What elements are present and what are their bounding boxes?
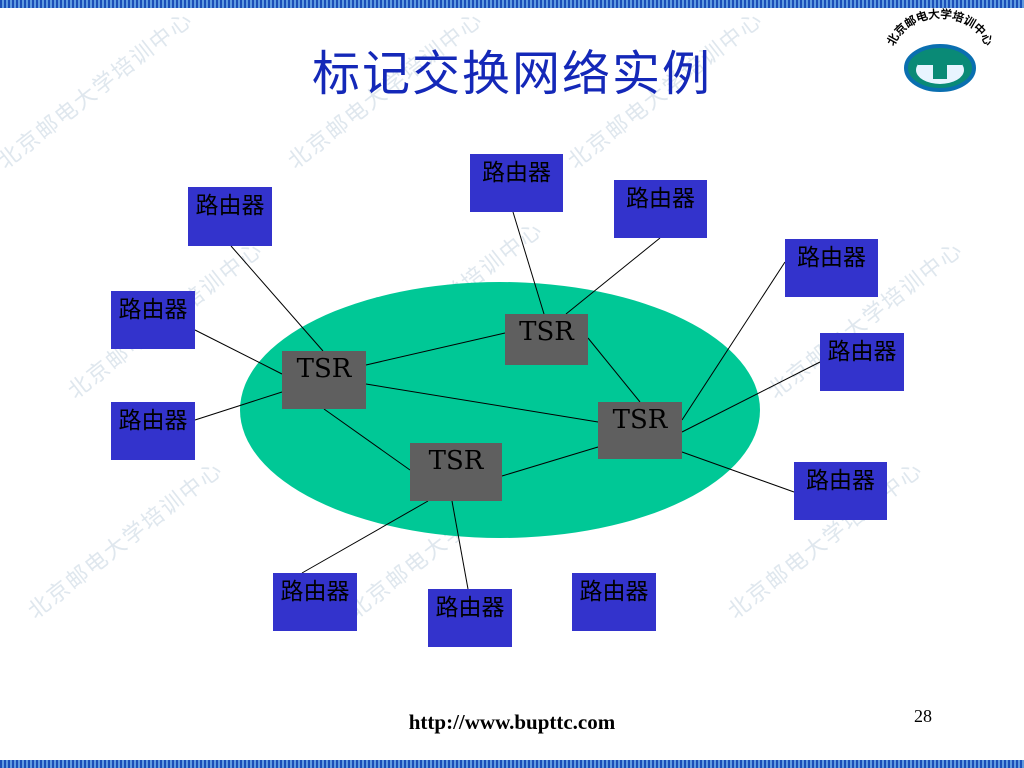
router-6: 路由器 — [820, 333, 904, 391]
router-3-label: 路由器 — [626, 186, 695, 212]
router-1: 路由器 — [188, 187, 272, 246]
link-router-3-tsr-top — [565, 237, 661, 315]
router-2: 路由器 — [470, 154, 563, 212]
link-tsr-top-tsr-right — [587, 337, 641, 403]
tsr-left-label: TSR — [297, 354, 353, 384]
router-11: 路由器 — [572, 573, 656, 631]
link-tsr-left-tsr-right — [365, 383, 599, 423]
router-7-label: 路由器 — [119, 408, 188, 434]
tsr-bottom: TSR — [410, 443, 502, 501]
router-8-box — [794, 462, 887, 520]
links — [194, 211, 821, 590]
tsr-top-label: TSR — [519, 317, 575, 347]
tsr-top: TSR — [505, 314, 588, 365]
nodes: TSRTSRTSRTSR路由器路由器路由器路由器路由器路由器路由器路由器路由器路… — [111, 154, 904, 647]
link-router-6-tsr-right — [681, 361, 821, 433]
router-7-box — [111, 402, 195, 460]
router-3-box — [614, 180, 707, 238]
link-tsr-left-tsr-top — [365, 332, 506, 366]
router-4-box — [785, 239, 878, 297]
router-10-label: 路由器 — [436, 595, 505, 621]
footer-url: http://www.bupttc.com — [408, 710, 616, 734]
link-tsr-bottom-router-10 — [451, 500, 469, 590]
page-number: 28 — [914, 706, 932, 726]
router-3: 路由器 — [614, 180, 707, 238]
router-9-box — [273, 573, 357, 631]
tsr-top-box — [505, 314, 588, 365]
bottom-stripe — [0, 760, 1024, 768]
router-8: 路由器 — [794, 462, 887, 520]
link-router-5-tsr-left — [194, 329, 283, 375]
tsr-right: TSR — [598, 402, 682, 459]
mpls-network-cloud — [240, 282, 760, 538]
router-1-label: 路由器 — [196, 193, 265, 219]
link-router-2-tsr-top — [512, 211, 545, 315]
router-10: 路由器 — [428, 589, 512, 647]
tsr-left-box — [282, 351, 366, 409]
router-4: 路由器 — [785, 239, 878, 297]
router-1-box — [188, 187, 272, 246]
tsr-left: TSR — [282, 351, 366, 409]
router-6-label: 路由器 — [828, 339, 897, 365]
router-9-label: 路由器 — [281, 579, 350, 605]
link-router-8-tsr-right — [681, 451, 795, 493]
router-2-box — [470, 154, 563, 212]
router-8-label: 路由器 — [806, 468, 875, 494]
router-11-label: 路由器 — [580, 579, 649, 605]
router-4-label: 路由器 — [797, 245, 866, 271]
tsr-right-box — [598, 402, 682, 459]
link-router-4-tsr-right — [681, 261, 786, 421]
router-6-box — [820, 333, 904, 391]
router-2-label: 路由器 — [482, 160, 551, 186]
link-tsr-bottom-tsr-right — [501, 446, 599, 477]
tsr-right-label: TSR — [613, 405, 669, 435]
top-stripe — [0, 0, 1024, 8]
router-5-label: 路由器 — [119, 297, 188, 323]
link-tsr-left-tsr-bottom — [323, 408, 411, 471]
router-5-box — [111, 291, 195, 349]
tsr-bottom-box — [410, 443, 502, 501]
router-11-box — [572, 573, 656, 631]
link-router-1-tsr-left — [230, 245, 324, 352]
tsr-bottom-label: TSR — [429, 446, 485, 476]
router-7: 路由器 — [111, 402, 195, 460]
router-5: 路由器 — [111, 291, 195, 349]
link-tsr-bottom-router-9 — [301, 500, 429, 574]
router-10-box — [428, 589, 512, 647]
bupt-logo: 北京邮电大学培训中心 — [884, 8, 996, 92]
link-router-7-tsr-left — [194, 391, 283, 421]
router-9: 路由器 — [273, 573, 357, 631]
slide-title: 标记交换网络实例 — [311, 46, 712, 102]
